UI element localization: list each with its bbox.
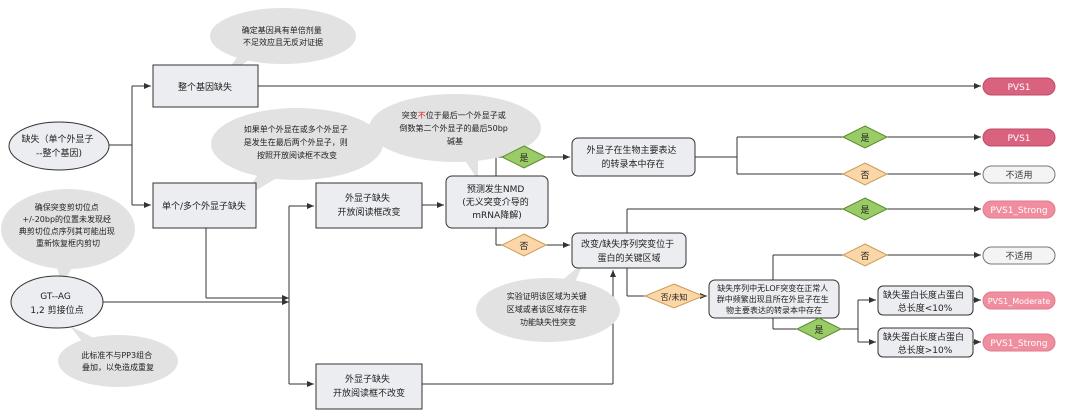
svg-text:否: 否 xyxy=(860,251,869,262)
decision-lof-yes: 是 xyxy=(795,317,843,341)
decision-expressed-yes: 是 xyxy=(841,125,889,149)
svg-text:GT--AG 1,2 剪接位点: GT--AG 1,2 剪接位点 xyxy=(30,292,83,316)
outcome-pvs1-whole-gene: PVS1 xyxy=(982,77,1056,96)
svg-text:外显子在生物主要表达 的转录本中存在: 外显子在生物主要表达 的转录本中存在 xyxy=(587,144,680,170)
svg-text:如果单个外显在或多个外显子 是发生在最后两个外显: 如果单个外显在或多个外显子 是发生在最后两个外显子，则 按照开放阅读框不改变 xyxy=(244,124,351,160)
decision-nmd-yes: 是 xyxy=(500,145,548,169)
svg-text:否: 否 xyxy=(860,170,869,181)
outcome-pvs1-strong-gt10: PVS1_Strong xyxy=(982,333,1056,352)
svg-text:改变/缺失序列突变位于 蛋白的关键区域: 改变/缺失序列突变位于 蛋白的关键区域 xyxy=(581,238,677,264)
outcome-na-lof: 不适用 xyxy=(982,246,1056,265)
svg-text:PVS1_Moderate: PVS1_Moderate xyxy=(988,297,1051,306)
decision-lof-no: 否 xyxy=(841,243,889,267)
svg-text:PVS1_Strong: PVS1_Strong xyxy=(990,206,1047,216)
decision-expressed-no: 否 xyxy=(841,162,889,186)
svg-text:缺失（单个外显子 --整个基因): 缺失（单个外显子 --整个基因) xyxy=(22,133,97,159)
outcome-pvs1-expressed: PVS1 xyxy=(982,128,1056,147)
node-gtag-start: GT--AG 1,2 剪接位点 xyxy=(10,275,104,329)
node-lof-frequent: 缺失序列中无LOF突变在正常人 群中频繁出现且所在外显子在生 物主要表达的转录本… xyxy=(708,279,840,319)
node-single-multi-exon-loss: 单个/多个外显子缺失 xyxy=(152,182,257,229)
node-exon-loss-inframe: 外显子缺失 开放阅读框不改变 xyxy=(315,363,423,410)
svg-text:PVS1: PVS1 xyxy=(1007,83,1030,93)
decision-nmd-no: 否 xyxy=(500,233,548,257)
note-functional-region-bubble: 实验证明该区域为关键 区域或者该区域存在非 功能缺失性突变 xyxy=(476,262,620,342)
svg-text:此标准不与PP3组合 叠加，以免造成重复: 此标准不与PP3组合 叠加，以免造成重复 xyxy=(81,350,154,372)
node-exon-loss-frameshift: 外显子缺失 开放阅读框改变 xyxy=(315,182,423,229)
svg-text:整个基因缺失: 整个基因缺失 xyxy=(178,81,232,93)
node-loss-start: 缺失（单个外显子 --整个基因) xyxy=(8,121,110,171)
svg-text:PVS1_Strong: PVS1_Strong xyxy=(990,339,1047,349)
svg-text:否/未知: 否/未知 xyxy=(661,292,688,302)
node-loss-gt10: 缺失蛋白长度占蛋白 总长度>10% xyxy=(877,327,974,358)
decision-critical-no-unknown: 否/未知 xyxy=(643,283,705,309)
outcome-pvs1-moderate: PVS1_Moderate xyxy=(982,291,1056,310)
svg-text:突变不位于最后一个外显子或 倒数第二个外显子的最: 突变不位于最后一个外显子或 倒数第二个外显子的最后50bp 碱基 xyxy=(400,110,511,146)
svg-text:外显子缺失 开放阅读框改变: 外显子缺失 开放阅读框改变 xyxy=(337,192,400,218)
outcome-pvs1-strong-critical: PVS1_Strong xyxy=(982,200,1056,219)
svg-text:不适用: 不适用 xyxy=(1005,251,1032,262)
note-nmd-position-bubble: 突变不位于最后一个外显子或 倒数第二个外显子的最后50bp 碱基 xyxy=(369,94,541,180)
svg-text:实验证明该区域为关键 区域或者该区域存在非: 实验证明该区域为关键 区域或者该区域存在非 功能缺失性突变 xyxy=(507,291,590,327)
outcome-na-expressed: 不适用 xyxy=(982,165,1056,184)
svg-text:缺失序列中无LOF突变在正常人 群中频繁出现且所: 缺失序列中无LOF突变在正常人 群中频繁出现且所在外显子在生 物主要表达的转录本… xyxy=(717,283,832,315)
svg-text:是: 是 xyxy=(814,325,823,336)
svg-text:单个/多个外显子缺失: 单个/多个外显子缺失 xyxy=(162,200,246,212)
svg-text:确保突变剪切位点 +/-20bp的位置未发现经: 确保突变剪切位点 +/-20bp的位置未发现经 典剪切位点序列其可能出现 重新恢… xyxy=(19,202,118,248)
svg-text:否: 否 xyxy=(519,241,528,252)
svg-text:预测发生NMD (无义突变介导的 m: 预测发生NMD (无义突变介导的 mRNA降解) xyxy=(462,183,531,221)
decision-critical-yes: 是 xyxy=(841,197,889,221)
note-splice-bubble: 确保突变剪切位点 +/-20bp的位置未发现经 典剪切位点序列其可能出现 重新恢… xyxy=(1,189,135,286)
svg-text:不适用: 不适用 xyxy=(1005,170,1032,181)
svg-text:PVS1: PVS1 xyxy=(1007,134,1030,144)
svg-text:缺失蛋白长度占蛋白 总长度>10%: 缺失蛋白长度占蛋白 总长度>10% xyxy=(883,331,967,356)
node-predict-nmd: 预测发生NMD (无义突变介导的 mRNA降解) xyxy=(445,175,549,229)
svg-text:是: 是 xyxy=(860,205,869,216)
node-exon-expressed: 外显子在生物主要表达 的转录本中存在 xyxy=(571,137,696,177)
svg-text:确定基因具有单倍剂量 不足效应且无反对证据: 确定基因具有单倍剂量 不足效应且无反对证据 xyxy=(242,25,325,47)
svg-text:缺失蛋白长度占蛋白 总长度<10%: 缺失蛋白长度占蛋白 总长度<10% xyxy=(883,289,967,314)
note-last-two-exons-bubble: 如果单个外显在或多个外显子 是发生在最后两个外显子，则 按照开放阅读框不改变 xyxy=(211,108,383,200)
svg-text:外显子缺失 开放阅读框不改变: 外显子缺失 开放阅读框不改变 xyxy=(333,373,405,399)
svg-text:是: 是 xyxy=(519,153,528,164)
node-loss-lt10: 缺失蛋白长度占蛋白 总长度<10% xyxy=(877,285,974,316)
node-critical-region: 改变/缺失序列突变位于 蛋白的关键区域 xyxy=(571,232,687,269)
note-pp3-bubble: 此标准不与PP3组合 叠加，以免造成重复 xyxy=(58,326,178,387)
svg-text:是: 是 xyxy=(860,133,869,144)
node-whole-gene-loss: 整个基因缺失 xyxy=(152,64,259,108)
